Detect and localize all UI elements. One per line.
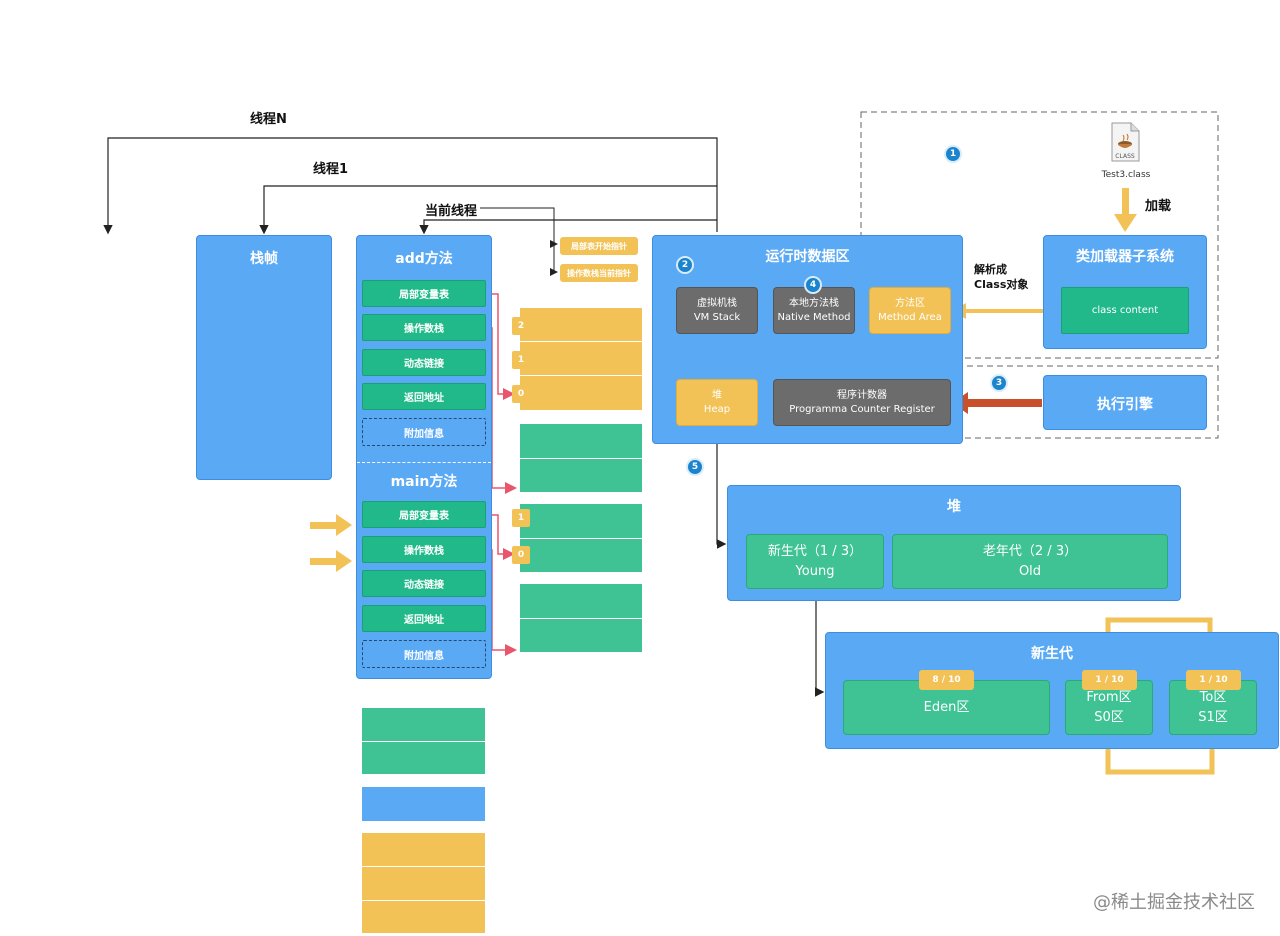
heap-to-young-line (716, 426, 727, 549)
young-gen-panel-title: 新生代 (1031, 646, 1073, 662)
heap-label-cn: 堆 (712, 390, 722, 401)
old-gen-label-en: Old (1018, 563, 1042, 579)
thread-1-label: 线程1 (313, 162, 349, 177)
load-arrow-head (1114, 214, 1137, 232)
add-method-title: add方法 (395, 251, 453, 267)
input-arrow-1-shaft (310, 522, 338, 529)
thread-1-line (259, 185, 717, 235)
old-gen-box: 老年代（2 / 3） Old (892, 534, 1168, 589)
legend-yellow-block (362, 833, 485, 933)
main-dynamic-linking: 动态链接 (362, 570, 486, 597)
main-extra-info: 附加信息 (362, 640, 486, 668)
stack-frame-title: 栈帧 (250, 251, 278, 267)
pc-label-en: Programma Counter Register (789, 403, 935, 415)
young-to-eden-line (814, 590, 825, 697)
legend-blue-block (362, 787, 485, 821)
to-label: To区 (1199, 690, 1227, 705)
main-local-variables: 局部变量表 (362, 501, 486, 528)
main-slot-1: 1 (512, 509, 530, 527)
from-ratio-tag: 1 / 10 (1082, 670, 1137, 690)
runtime-data-area-title: 运行时数据区 (765, 249, 850, 265)
vm-stack-label-cn: 虚拟机栈 (697, 298, 737, 309)
method-area-box: 方法区 Method Area (869, 287, 951, 334)
s1-label: S1区 (1198, 709, 1228, 725)
from-label: From区 (1086, 690, 1132, 705)
survivor-loop-bottom (1105, 736, 1215, 775)
young-gen-box: 新生代（1 / 3） Young (746, 534, 884, 589)
eden-ratio-tag: 8 / 10 (919, 670, 974, 690)
native-method-stack-box: 本地方法栈 Native Method (773, 287, 855, 334)
to-ratio-tag: 1 / 10 (1186, 670, 1241, 690)
add-return-address: 返回地址 (362, 383, 486, 410)
class-content-box: class content (1061, 287, 1189, 334)
parse-label-line2: Class对象 (974, 277, 1029, 291)
young-gen-label-en: Young (795, 563, 835, 579)
class-file-icon-text: CLASS (1115, 153, 1135, 160)
add-local-pointer (486, 293, 515, 400)
heap-panel-title: 堆 (947, 499, 961, 515)
legend-green-block (362, 708, 485, 774)
class-file-icon: CLASS (1110, 122, 1140, 162)
stack-frame-panel: 栈帧 (196, 235, 332, 480)
pc-label-cn: 程序计数器 (837, 390, 887, 401)
add-slot-2: 2 (512, 317, 530, 335)
thread-n-line (103, 137, 718, 235)
badge-2: 2 (676, 256, 694, 274)
add-local-variables: 局部变量表 (362, 280, 486, 307)
load-label: 加载 (1145, 199, 1172, 214)
input-arrow-2-head (336, 550, 352, 572)
native-stack-label-en: Native Method (777, 311, 851, 323)
operand-current-pointer-tag: 操作数栈当前指针 (560, 264, 638, 282)
add-slot-0: 0 (512, 385, 530, 403)
add-slot-1: 1 (512, 351, 530, 369)
add-extra-info: 附加信息 (362, 418, 486, 446)
main-operand-slots (520, 584, 642, 652)
main-operand-stack: 操作数栈 (362, 536, 486, 563)
main-slot-0: 0 (512, 546, 530, 564)
main-local-pointer (486, 514, 515, 560)
badge-4: 4 (804, 276, 822, 294)
add-dynamic-linking: 动态链接 (362, 349, 486, 376)
add-operand-stack: 操作数栈 (362, 314, 486, 341)
class-loader-title: 类加载器子系统 (1076, 249, 1174, 265)
main-return-address: 返回地址 (362, 605, 486, 632)
heap-label-en: Heap (703, 403, 731, 415)
main-local-slots (520, 504, 642, 572)
current-thread-pointer-line (480, 207, 558, 248)
old-gen-label-cn: 老年代（2 / 3） (982, 544, 1078, 559)
execution-engine-panel: 执行引擎 (1043, 375, 1207, 430)
badge-3: 3 (990, 374, 1008, 392)
method-area-label-cn: 方法区 (894, 298, 925, 309)
program-counter-box: 程序计数器 Programma Counter Register (773, 379, 951, 426)
badge-1: 1 (944, 145, 962, 163)
vm-stack-box: 虚拟机栈 VM Stack (676, 287, 758, 334)
execution-engine-title: 执行引擎 (1097, 397, 1153, 413)
local-start-pointer-tag: 局部表开始指针 (560, 237, 638, 255)
load-arrow-shaft (1122, 188, 1129, 216)
current-thread-label: 当前线程 (425, 204, 478, 219)
parse-label: 解析成 Class对象 (974, 263, 1028, 293)
add-local-slots (520, 308, 642, 410)
exec-to-pc-shaft (966, 399, 1042, 407)
native-stack-label-cn: 本地方法栈 (789, 298, 839, 309)
add-operand-slots (520, 424, 642, 492)
young-gen-label-cn: 新生代（1 / 3） (767, 544, 863, 559)
watermark: @稀土掘金技术社区 (1093, 892, 1255, 913)
current-thread-pointer-line-2 (550, 244, 558, 276)
current-thread-line (419, 219, 717, 235)
badge-5: 5 (686, 458, 704, 476)
method-area-label-en: Method Area (878, 311, 942, 323)
method-divider (357, 462, 491, 463)
class-file-name: Test3.class (1101, 170, 1151, 180)
parse-label-line1: 解析成 (974, 263, 1007, 276)
input-arrow-1-head (336, 514, 352, 536)
vm-stack-label-en: VM Stack (693, 311, 741, 323)
input-arrow-2-shaft (310, 558, 338, 565)
thread-n-label: 线程N (250, 112, 287, 127)
s0-label: S0区 (1094, 709, 1124, 725)
main-method-title: main方法 (390, 474, 458, 490)
heap-box: 堆 Heap (676, 379, 758, 426)
